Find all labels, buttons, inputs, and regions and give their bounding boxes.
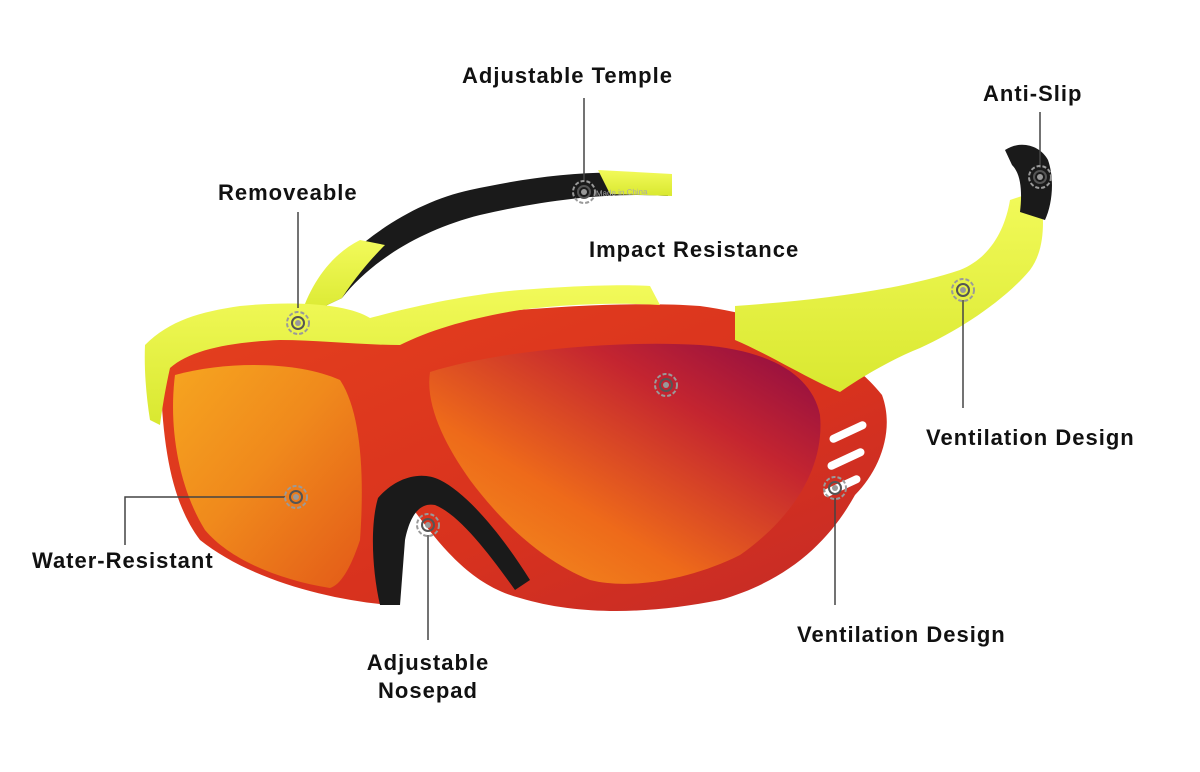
front-frame-bar	[144, 285, 660, 425]
marker-adjustable-temple	[572, 180, 596, 204]
label-removeable: Removeable	[218, 180, 358, 205]
label-adjustable-temple: Adjustable Temple	[462, 63, 673, 88]
ventilation-slots	[823, 421, 867, 497]
marker-impact-resistance	[654, 373, 678, 397]
marker-anti-slip	[1028, 165, 1052, 189]
temple-imprint: Made in China	[596, 187, 648, 198]
marker-water-resistant	[284, 485, 308, 509]
marker-nosepad	[416, 513, 440, 537]
near-temple-arm	[735, 190, 1043, 392]
label-ventilation-design-upper: Ventilation Design	[926, 425, 1135, 450]
marker-ventilation-lower	[823, 476, 847, 500]
label-water-resistant: Water-Resistant	[32, 548, 214, 573]
label-impact-resistance: Impact Resistance	[589, 237, 800, 262]
label-ventilation-design-lower: Ventilation Design	[797, 622, 1006, 647]
marker-ventilation-upper	[951, 278, 975, 302]
label-adjustable-nosepad-line2: Nosepad	[378, 678, 478, 703]
label-adjustable-nosepad: Adjustable Nosepad	[340, 649, 516, 705]
callout-line-water-resistant	[124, 496, 285, 545]
label-anti-slip: Anti-Slip	[983, 81, 1083, 106]
label-adjustable-nosepad-line1: Adjustable	[366, 650, 490, 675]
nosepad	[372, 475, 530, 605]
far-temple-tip	[598, 170, 672, 196]
far-temple-hinge	[300, 240, 385, 318]
callout-lines	[124, 98, 1041, 640]
left-lens	[173, 364, 362, 588]
callout-markers	[284, 165, 1052, 537]
marker-removeable	[286, 311, 310, 335]
right-lens	[429, 343, 821, 584]
